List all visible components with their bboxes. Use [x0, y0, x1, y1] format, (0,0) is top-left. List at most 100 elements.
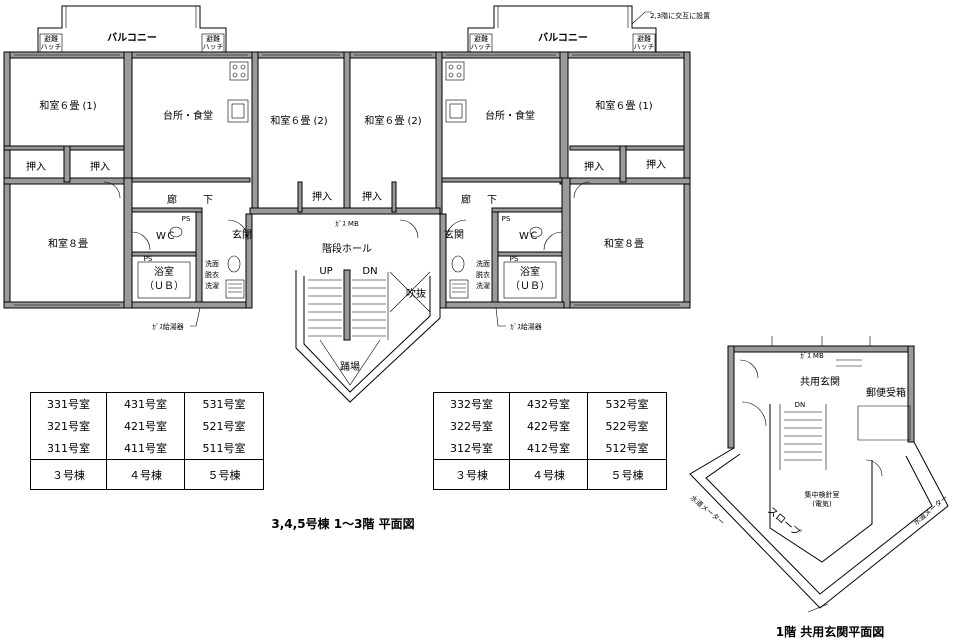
landing: 踊場	[340, 360, 360, 373]
building-3-right: ３号棟	[434, 460, 510, 490]
building-5-right: ５号棟	[610, 469, 644, 482]
door-swings	[103, 181, 591, 251]
gas-mb-entrance: ｶﾞｽ MB	[800, 352, 824, 360]
balcony-left	[37, 5, 227, 53]
water-meter-left: 水道メーター	[689, 493, 727, 527]
stair-dn: DN	[362, 266, 377, 277]
room-312: 312号室	[434, 437, 510, 459]
room-washitsu6-2-left: 和室６畳 (2)	[270, 114, 327, 127]
meter-room-2: (電気)	[812, 499, 832, 508]
stair-hall: 階段ホール	[322, 242, 372, 255]
bath-left: 浴室	[154, 265, 174, 278]
caption-entrance: 1階 共用玄関平面図	[776, 624, 885, 639]
room-421: 421号室	[107, 415, 185, 437]
room-322: 322号室	[434, 415, 510, 437]
window-marks	[14, 54, 680, 306]
room-332: 332号室	[434, 393, 510, 415]
entrance-left: 玄関	[232, 228, 252, 241]
closet-3: 押入	[312, 190, 332, 203]
closet-1: 押入	[26, 160, 46, 173]
hatch-label-1a: 避難	[44, 34, 58, 43]
balcony-label-right: バルコニー	[538, 32, 588, 44]
building-4-right: ４号棟	[510, 460, 588, 490]
corridor-right-a: 廊	[461, 193, 471, 206]
wc-left: WＣ	[156, 231, 176, 242]
stair-up: UP	[319, 266, 332, 277]
room-kitchen-left: 台所・食堂	[163, 109, 213, 122]
wash-right-2: 脱衣	[476, 270, 490, 279]
gas-mb-main: ｶﾞｽ MB	[335, 220, 359, 228]
room-washitsu8-left: 和室８畳	[48, 237, 88, 250]
outer-walls	[3, 51, 691, 309]
room-412: 412号室	[510, 437, 588, 459]
building-4-left: ４号棟	[107, 460, 185, 490]
ps-bath-left: PS	[144, 255, 153, 263]
wash-left-1: 洗面	[205, 259, 219, 268]
wc-right: WＣ	[519, 231, 539, 242]
hatch-note: 2,3階に交互に設置	[650, 11, 710, 20]
gas-heater-leaders	[190, 307, 506, 327]
room-kitchen-right: 台所・食堂	[485, 109, 535, 122]
building-3-left: ３号棟	[31, 460, 107, 490]
room-521: 521号室	[202, 420, 246, 433]
ps-bath-right: PS	[510, 255, 519, 263]
corridor-right-b: 下	[487, 195, 497, 206]
balcony-label-left: バルコニー	[107, 32, 157, 44]
room-522: 522号室	[605, 420, 649, 433]
note-leader	[631, 11, 652, 25]
closet-2: 押入	[90, 160, 110, 173]
wash-left-2: 脱衣	[205, 270, 219, 279]
hatch-label-3a: 避難	[474, 34, 488, 43]
hatch-label-1b: ハッチ	[41, 43, 62, 51]
room-321: 321号室	[31, 415, 107, 437]
ps-right: PS	[502, 215, 511, 223]
meter-room-1: 集中検針室	[805, 490, 840, 499]
hatch-label-4a: 避難	[637, 34, 651, 43]
room-432: 432号室	[510, 393, 588, 415]
wash-right-1: 洗面	[476, 259, 490, 268]
closet-6: 押入	[646, 158, 666, 171]
wash-right-3: 洗濯	[476, 281, 490, 290]
balcony-right	[467, 5, 657, 53]
room-431: 431号室	[107, 393, 185, 415]
room-422: 422号室	[510, 415, 588, 437]
room-331: 331号室	[31, 393, 107, 415]
stair-tower	[295, 269, 441, 403]
kitchen-fixtures-right	[445, 61, 467, 123]
kitchen-fixtures-left	[227, 61, 249, 123]
gas-heater-left: ｶﾞｽ給湯器	[152, 322, 184, 331]
closet-5: 押入	[584, 160, 604, 173]
sanitary-fixtures	[137, 226, 557, 299]
corridor-left-b: 下	[203, 195, 213, 206]
room-531: 531号室	[202, 398, 246, 411]
hatch-label-2a: 避難	[206, 34, 220, 43]
caption-main: 3,4,5号棟 1～3階 平面図	[271, 516, 414, 531]
wash-left-3: 洗濯	[205, 281, 219, 290]
shared-entrance: 共用玄関	[800, 375, 840, 388]
room-311: 311号室	[31, 437, 107, 459]
room-411: 411号室	[107, 437, 185, 459]
hatch-label-2b: ハッチ	[203, 43, 224, 51]
room-532: 532号室	[605, 398, 649, 411]
hatch-label-4b: ハッチ	[634, 43, 655, 51]
corridor-left-a: 廊	[167, 193, 177, 206]
room-table-right: 332号室 432号室 532号室 322号室 422号室 522号室 312号…	[433, 392, 667, 490]
room-table-left: 331号室 431号室 531号室 321号室 421号室 521号室 311号…	[30, 392, 264, 490]
bath-ub-right: （ＵＢ）	[510, 280, 550, 292]
room-washitsu6-2-right: 和室６畳 (2)	[364, 114, 421, 127]
building-5-left: ５号棟	[207, 469, 241, 482]
slope: スロープ	[765, 504, 803, 539]
water-meter-right: 水道メーター	[911, 493, 949, 527]
entrance-plan	[689, 336, 949, 613]
room-511: 511号室	[202, 442, 246, 455]
bath-right: 浴室	[520, 265, 540, 278]
entrance-dn: DN	[795, 401, 806, 409]
ps-left: PS	[182, 215, 191, 223]
hatch-label-3b: ハッチ	[471, 43, 492, 51]
room-washitsu6-1-right: 和室６畳 (1)	[595, 99, 652, 112]
void: 吹抜	[406, 287, 426, 300]
closet-4: 押入	[362, 190, 382, 203]
mailbox: 郵便受箱	[866, 386, 906, 399]
room-washitsu6-1-left: 和室６畳 (1)	[39, 99, 96, 112]
